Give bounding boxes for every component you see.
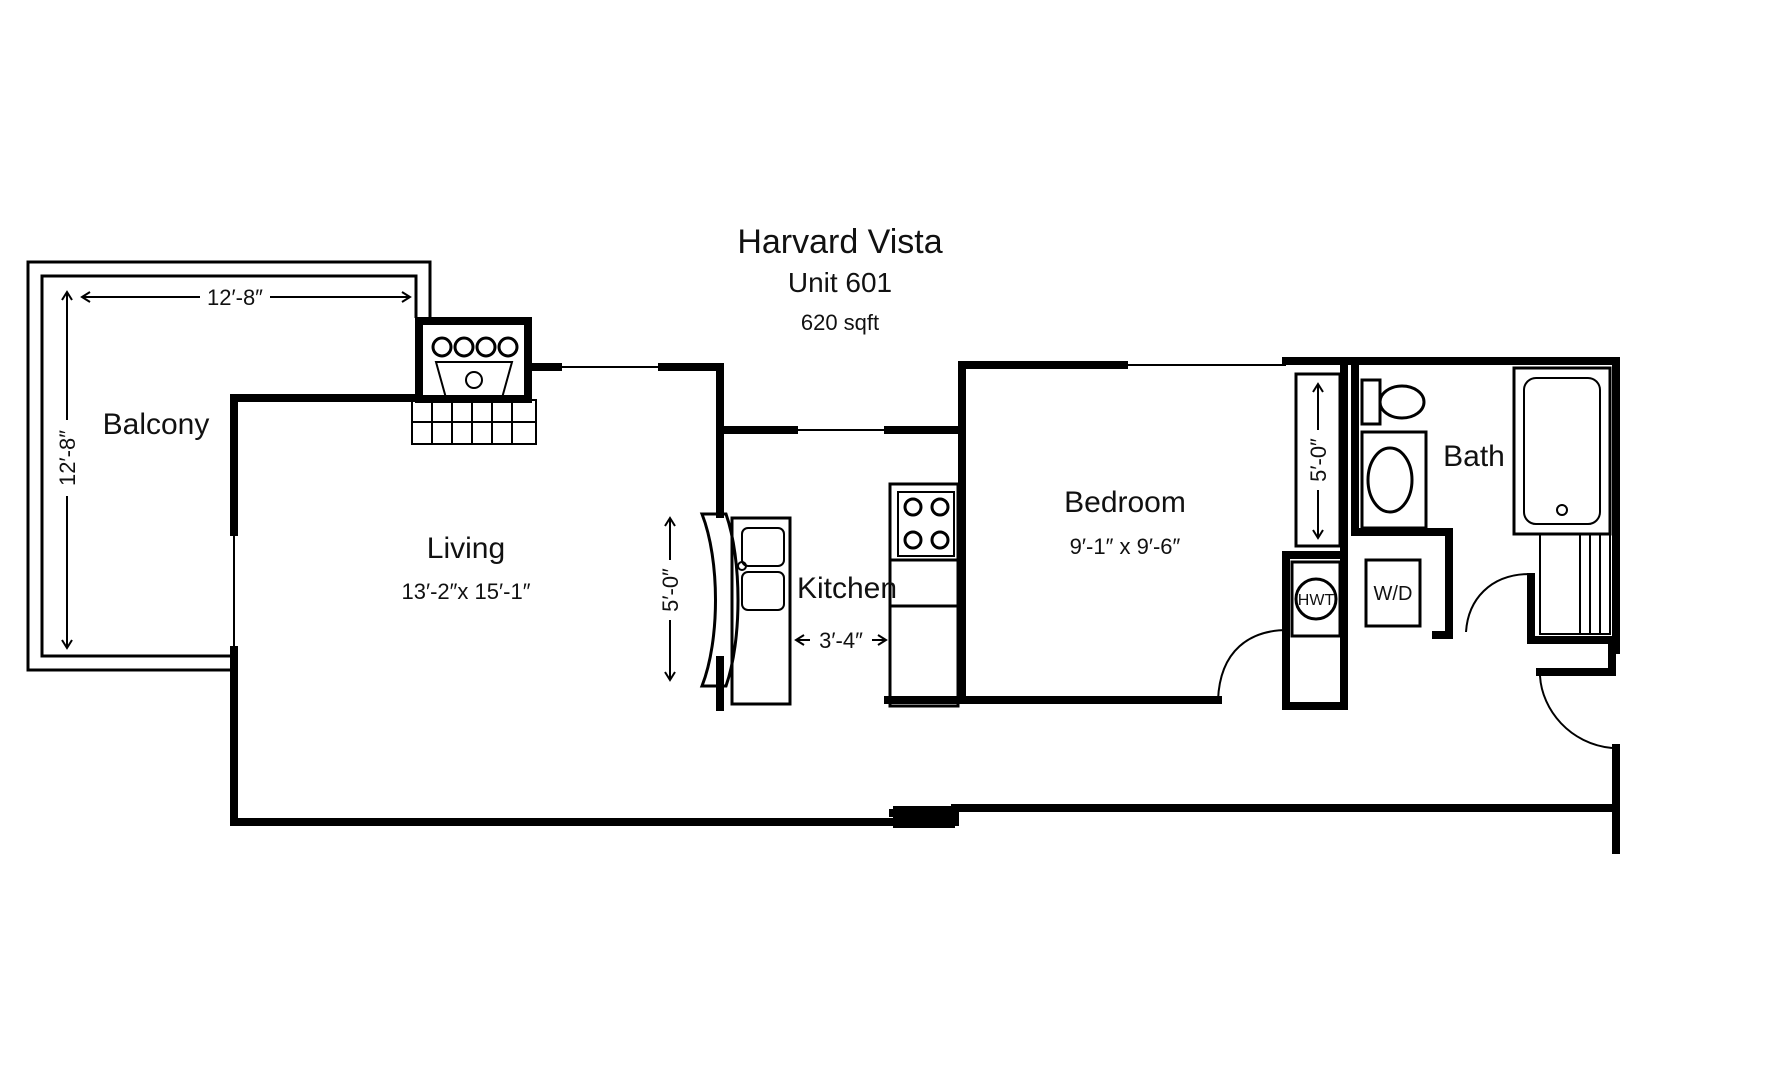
living-size: 13′-2″x 15′-1″ (401, 579, 530, 604)
bathtub (1512, 366, 1612, 536)
bedroom-size: 9′-1″ x 9′-6″ (1070, 534, 1181, 559)
kitchen: 5′-0″ Kitchen 3′-4″ (654, 482, 960, 708)
kitchen-width-label: 3′-4″ (819, 628, 863, 653)
bathroom: W/D Bath (1351, 357, 1613, 749)
kitchen-counter-label: 5′-0″ (658, 568, 683, 612)
kitchen-label: Kitchen (797, 572, 897, 605)
unit-number: Unit 601 (788, 267, 892, 298)
plan-title: Harvard Vista (737, 223, 942, 261)
walls (230, 357, 1620, 854)
washer-dryer-label: W/D (1374, 583, 1413, 605)
vanity (1360, 430, 1428, 530)
bedroom-closet (1294, 372, 1342, 548)
linen-closet (1539, 533, 1611, 635)
living-label: Living (427, 532, 505, 565)
living-room: Living 13′-2″x 15′-1″ (401, 532, 530, 604)
balcony-label: Balcony (103, 408, 210, 441)
balcony: 12′-8″ 12′-8″ Balcony (26, 260, 432, 672)
bedroom: Bedroom 9′-1″ x 9′-6″ 5′-0″ (1064, 372, 1342, 701)
balcony-width-label: 12′-8″ (207, 285, 263, 310)
entry-door (1539, 675, 1613, 749)
bath-label: Bath (1443, 440, 1505, 473)
bar-counter (699, 512, 740, 688)
bath-door (1465, 573, 1531, 633)
bath-sink (1366, 446, 1414, 514)
sink-basin-1 (741, 527, 785, 567)
water-heater: HWT (1290, 560, 1342, 638)
toilet-tank (1360, 378, 1382, 426)
balcony-depth-label: 12′-8″ (55, 430, 80, 486)
stove (897, 491, 955, 557)
closet-dimension-label: 5′-0″ (1306, 438, 1331, 482)
bedroom-door (1217, 629, 1289, 701)
sink-basin-2 (741, 571, 785, 611)
toilet-bowl (1378, 384, 1426, 420)
bedroom-label: Bedroom (1064, 486, 1186, 519)
water-heater-label: HWT (1298, 592, 1335, 609)
washer-dryer (1364, 558, 1422, 628)
fireplace (411, 317, 537, 445)
unit-area: 620 sqft (801, 310, 879, 335)
